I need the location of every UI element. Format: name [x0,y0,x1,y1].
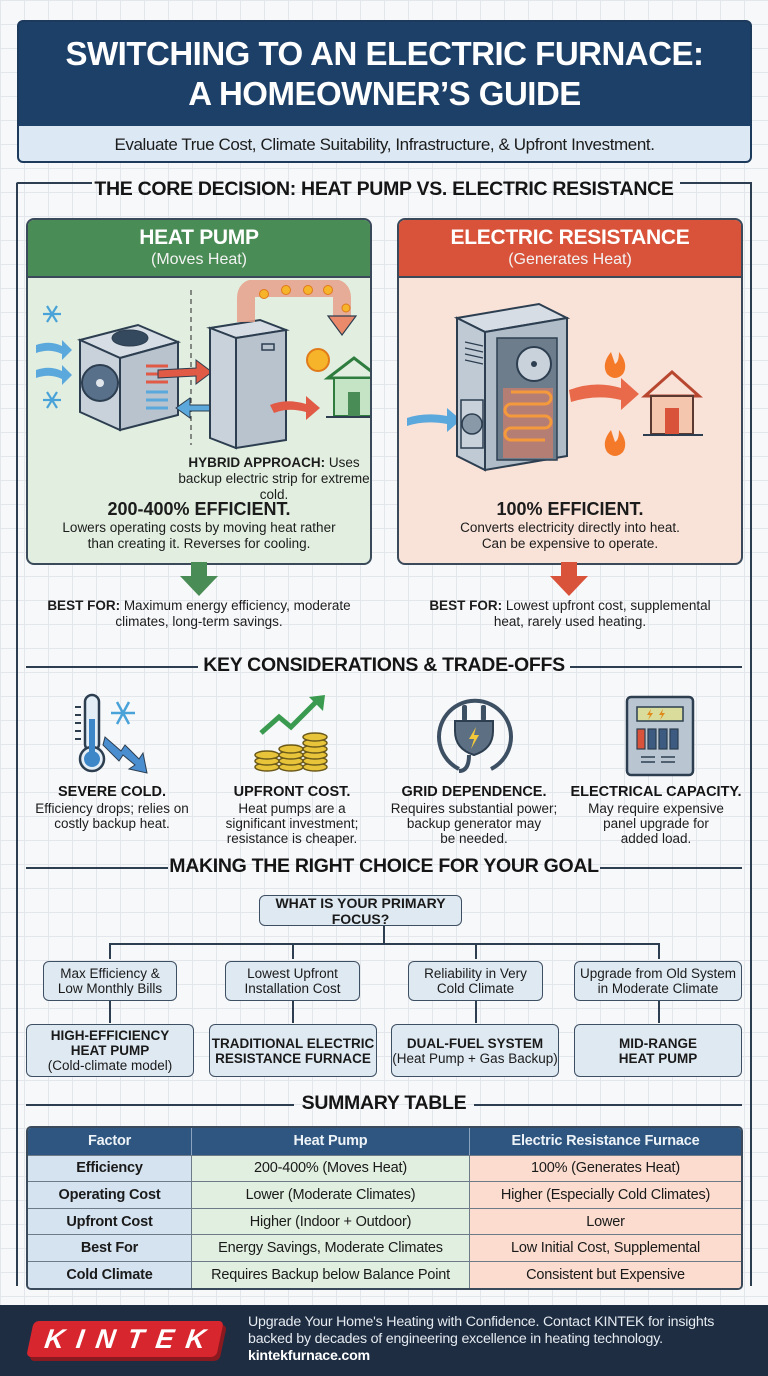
connector-line [475,943,477,959]
table-cell: Consistent but Expensive [470,1261,741,1288]
electric-resistance-card-header: ELECTRIC RESISTANCE (Generates Heat) [399,220,741,278]
electric-resistance-best-for: BEST FOR: Lowest upfront cost, supplemen… [429,598,711,629]
coins-trend-icon [254,695,328,772]
flowchart-result-dual-fuel: DUAL-FUEL SYSTEM (Heat Pump + Gas Backup… [391,1024,559,1077]
frame-border-right [750,183,752,1286]
electric-resistance-card: ELECTRIC RESISTANCE (Generates Heat) [397,218,743,565]
consideration-grid-dependence: GRID DEPENDENCE. Requires substantial po… [384,690,564,846]
flame-icon [604,352,626,456]
table-row: Upfront Cost Higher (Indoor + Outdoor) L… [28,1207,741,1235]
table-cell: Lower (Moderate Climates) [192,1182,470,1208]
footer: KINTEK Upgrade Your Home's Heating with … [0,1305,768,1376]
consideration-severe-cold: SEVERE COLD. Efficiency drops; relies on… [22,690,202,831]
table-cell: Efficiency [28,1155,192,1182]
table-row: Cold Climate Requires Backup below Balan… [28,1260,741,1288]
connector-line [109,1001,111,1023]
table-cell: Cold Climate [28,1261,192,1288]
flowchart-result-mid-range-heat-pump: MID-RANGE HEAT PUMP [574,1024,742,1077]
table-cell: 100% (Generates Heat) [470,1155,741,1182]
divider-line [474,1104,742,1106]
kintek-logo[interactable]: KINTEK [26,1321,224,1357]
table-row: Efficiency 200-400% (Moves Heat) 100% (G… [28,1154,741,1182]
flowchart-result-high-efficiency-heat-pump: HIGH-EFFICIENCY HEAT PUMP (Cold-climate … [26,1024,194,1077]
table-cell: Best For [28,1235,192,1261]
divider-line [26,867,168,869]
header-banner: SWITCHING TO AN ELECTRIC FURNACE: A HOME… [17,20,752,163]
connector-line [109,943,111,959]
thermometer-snowflake-icon [75,693,148,774]
table-cell: Low Initial Cost, Supplemental [470,1235,741,1261]
heat-pump-efficiency: 200-400% EFFICIENT. Lowers operating cos… [62,499,336,551]
consideration-upfront-cost: UPFRONT COST. Heat pumps are a significa… [202,690,382,846]
house-icon [641,369,703,436]
table-cell: Requires Backup below Balance Point [192,1261,470,1288]
snowflake-icon [43,305,61,409]
section-title-core-decision: THE CORE DECISION: HEAT PUMP VS. ELECTRI… [94,178,674,200]
house-icon [323,356,370,418]
flowchart-goal-max-efficiency: Max Efficiency &Low Monthly Bills [43,961,177,1001]
connector-line [292,1001,294,1023]
electric-resistance-efficiency: 100% EFFICIENT. Converts electricity dir… [460,499,680,551]
flowchart-result-traditional-resistance: TRADITIONAL ELECTRIC RESISTANCE FURNACE [209,1024,377,1077]
table-cell: 200-400% (Moves Heat) [192,1155,470,1182]
down-arrow-red-icon [550,562,588,596]
table-row: Operating Cost Lower (Moderate Climates)… [28,1181,741,1208]
flowchart-question: WHAT IS YOUR PRIMARY FOCUS? [259,895,462,927]
divider-line [26,666,198,668]
down-arrow-green-icon [180,562,218,596]
connector-line [658,943,660,959]
heat-pump-illustration-icon [36,280,370,450]
heat-pump-card: HEAT PUMP (Moves Heat) [26,218,372,565]
page-title: SWITCHING TO AN ELECTRIC FURNACE: A HOME… [65,35,704,112]
footer-text: Upgrade Your Home's Heating with Confide… [248,1314,715,1364]
page-subtitle: Evaluate True Cost, Climate Suitability,… [19,126,750,161]
section-title-summary-table: SUMMARY TABLE [301,1092,467,1114]
table-cell: Operating Cost [28,1182,192,1208]
website-link[interactable]: kintekfurnace.com [248,1348,370,1364]
table-cell: Higher (Indoor + Outdoor) [192,1208,470,1235]
section-title-flowchart: MAKING THE RIGHT CHOICE FOR YOUR GOAL [169,855,599,877]
table-cell: Upfront Cost [28,1208,192,1235]
frame-border-top-left [16,182,92,184]
hybrid-approach-note: HYBRID APPROACH: Uses backup electric st… [178,455,370,502]
frame-border-top-right [680,182,752,184]
table-cell: Energy Savings, Moderate Climates [192,1235,470,1261]
electrical-panel-icon [625,695,695,777]
plug-icon [437,698,513,773]
column-header: Heat Pump [192,1128,470,1155]
sun-icon [306,348,330,372]
connector-line [658,1001,660,1023]
heat-pump-best-for: BEST FOR: Maximum energy efficiency, mod… [47,598,351,629]
column-header: Electric Resistance Furnace [470,1128,741,1155]
column-header: Factor [28,1128,192,1155]
divider-line [570,666,742,668]
connector-line [292,943,294,959]
consideration-electrical-capacity: ELECTRICAL CAPACITY. May require expensi… [566,690,746,846]
table-row: Best For Energy Savings, Moderate Climat… [28,1234,741,1261]
electric-furnace-illustration-icon [407,302,703,472]
divider-line [600,867,742,869]
connector-line [109,943,660,945]
divider-line [26,1104,294,1106]
table-cell: Higher (Especially Cold Climates) [470,1182,741,1208]
frame-border-left [16,183,18,1286]
heat-pump-card-header: HEAT PUMP (Moves Heat) [28,220,370,278]
table-header-row: Factor Heat Pump Electric Resistance Fur… [28,1128,741,1155]
connector-line [475,1001,477,1023]
section-title-considerations: KEY CONSIDERATIONS & TRADE-OFFS [203,654,565,676]
connector-line [383,926,385,944]
summary-table: Factor Heat Pump Electric Resistance Fur… [26,1126,743,1290]
table-cell: Lower [470,1208,741,1235]
